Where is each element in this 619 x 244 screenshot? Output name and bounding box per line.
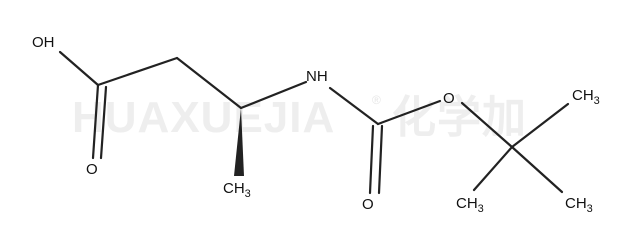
atom-ch3-stereo: CH3 — [223, 180, 251, 200]
atom-ch3-top: CH3 — [572, 87, 600, 107]
bond-c1-o-double-a — [91, 83, 100, 160]
bond-c4-o-double-a — [368, 124, 375, 195]
bond-c4-o-ester — [376, 99, 442, 126]
bond-c1-o-double-b — [99, 85, 108, 160]
atom-ch3-left: CH3 — [456, 195, 484, 215]
bond-c4-o-double-b — [377, 124, 384, 195]
atom-ch3-right: CH3 — [565, 195, 593, 215]
watermark-registered-mark: ® — [372, 93, 381, 107]
bond-c3-n — [239, 80, 308, 110]
atom-nh: NH — [306, 68, 328, 85]
watermark-cjk-text: 化学加 — [392, 93, 527, 142]
bond-cq-ch3-right — [510, 145, 564, 194]
atom-labels: OH O NH O O CH3 CH3 CH3 CH3 — [32, 34, 600, 215]
bond-oh-c1 — [58, 50, 100, 87]
watermark: HUAXUEJIA ® 化学加 — [72, 93, 527, 142]
wedge-bond-stereo — [234, 108, 244, 176]
bonds — [58, 50, 570, 195]
bond-c2-c3 — [175, 56, 243, 110]
bond-c1-c2 — [96, 56, 179, 87]
atom-o-ester: O — [443, 90, 455, 107]
watermark-text: HUAXUEJIA — [72, 93, 335, 142]
atom-oh: OH — [32, 34, 55, 51]
bond-o-cq — [460, 101, 514, 149]
atom-o-acid-carbonyl: O — [86, 161, 98, 178]
atom-o-carbamate-carbonyl: O — [362, 196, 374, 213]
bond-cq-ch3-top — [510, 102, 570, 149]
bond-n-c4 — [328, 86, 380, 126]
bond-cq-ch3-left — [472, 145, 514, 192]
